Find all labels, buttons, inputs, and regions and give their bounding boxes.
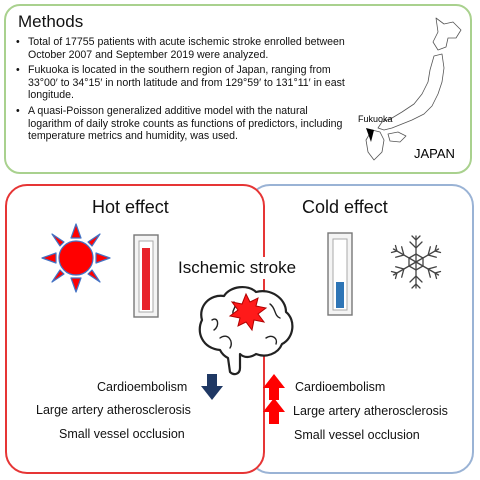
methods-bullet-model: A quasi-Poisson generalized additive mod… — [14, 105, 354, 143]
snowflake-icon — [389, 235, 443, 289]
methods-bullet-location: Fukuoka is located in the southern regio… — [14, 64, 354, 102]
cold-effect-title: Cold effect — [302, 197, 388, 217]
japan-map-icon: Fukuoka JAPAN — [358, 17, 462, 161]
arrow-up-icon — [263, 374, 285, 400]
methods-bullet-list: Total of 17755 patients with acute ische… — [14, 36, 354, 146]
thermometer-low-icon — [327, 232, 353, 316]
brain-with-lesion-icon — [198, 286, 294, 376]
fukuoka-pointer-icon — [366, 128, 374, 142]
hot-outcome-large-artery: Large artery atherosclerosis — [36, 403, 191, 417]
methods-bullet-patients: Total of 17755 patients with acute ische… — [14, 36, 354, 61]
japan-label: JAPAN — [414, 146, 455, 161]
methods-title: Methods — [18, 12, 84, 31]
hot-outcome-cardioembolism: Cardioembolism — [97, 380, 188, 394]
arrow-up-icon — [263, 398, 285, 424]
cold-outcome-small-vessel: Small vessel occlusion — [294, 428, 420, 442]
fukuoka-label: Fukuoka — [358, 114, 393, 124]
ischemic-stroke-title: Ischemic stroke — [176, 257, 320, 279]
sun-icon — [41, 223, 111, 293]
methods-box: Methods Total of 17755 patients with acu… — [4, 4, 472, 174]
arrow-down-icon — [201, 374, 223, 400]
hot-outcome-small-vessel: Small vessel occlusion — [59, 427, 185, 441]
hot-effect-title: Hot effect — [92, 197, 169, 217]
cold-outcome-large-artery: Large artery atherosclerosis — [293, 404, 448, 418]
thermometer-high-icon — [133, 234, 159, 318]
cold-outcome-cardioembolism: Cardioembolism — [295, 380, 386, 394]
